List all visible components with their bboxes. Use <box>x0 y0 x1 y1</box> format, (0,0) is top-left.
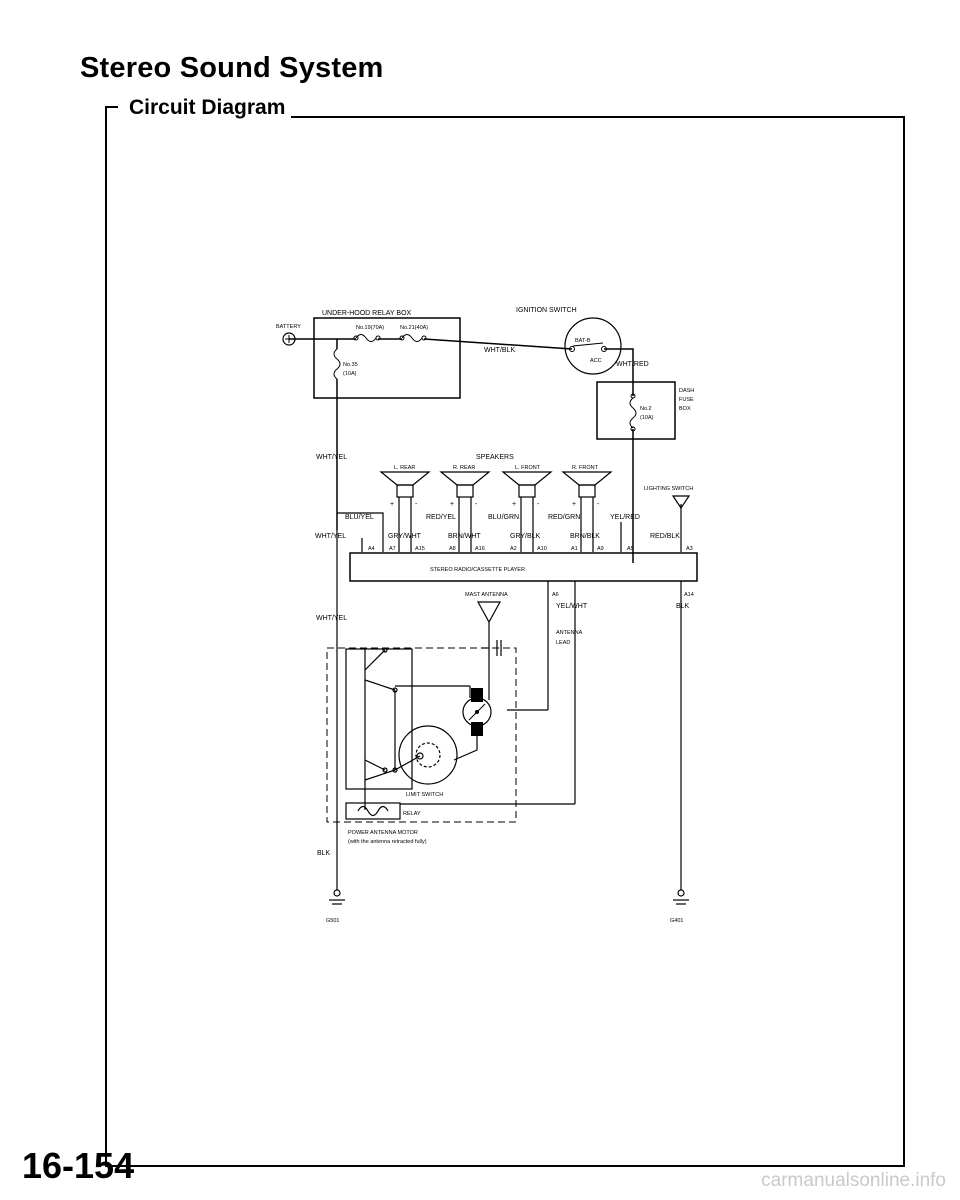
dash-fuse-label-3: BOX <box>679 406 691 412</box>
dash-fuse-label-1: DASH <box>679 388 694 394</box>
svg-text:-: - <box>475 501 478 508</box>
dash-fuse-amperage: (10A) <box>640 415 654 421</box>
wire-gry-blk: GRY/BLK <box>510 533 541 540</box>
wire-wht-red: WHT/RED <box>616 361 649 368</box>
fuse-21-label: No.21(40A) <box>400 325 428 331</box>
section-title: Circuit Diagram <box>123 96 292 120</box>
pin-a6-label: A6 <box>552 592 559 598</box>
relay-box: UNDER-HOOD RELAY BOX No.19(70A) No.21(40… <box>313 310 461 399</box>
page-frame <box>105 106 905 1167</box>
wire-wht-yel-top: WHT/YEL <box>316 454 347 461</box>
wire-red-blk: RED/BLK <box>650 533 680 540</box>
radio-pin-labels: A4 A7 A15 A8 A16 A2 A10 A1 A9 A5 A3 <box>368 546 693 552</box>
pin-a16: A16 <box>475 546 485 552</box>
speaker-r-rear-label: R. REAR <box>453 465 475 471</box>
speaker-l-rear: L. REAR <box>379 465 431 498</box>
dash-fuse-label-2: FUSE <box>679 397 694 403</box>
antenna-lead-label-2: LEAD <box>556 640 570 646</box>
pin-a10: A10 <box>537 546 547 552</box>
motor-label-2: (with the antenna retracted fully) <box>348 839 427 845</box>
speaker-l-front-label: L. FRONT <box>515 465 541 471</box>
fuse-35-amperage: (10A) <box>343 371 357 377</box>
fuse-35-number: No.35 <box>343 362 358 368</box>
speaker-r-rear: R. REAR <box>439 465 491 498</box>
speaker-l-rear-label: L. REAR <box>394 465 415 471</box>
wire-brn-blk: BRN/BLK <box>570 533 600 540</box>
wire-blk-left: BLK <box>317 850 331 857</box>
ground-left-label: G501 <box>326 918 339 924</box>
svg-text:+: + <box>450 501 454 508</box>
wire-blu-grn: BLU/GRN <box>488 514 519 521</box>
speaker-r-front: R. FRONT <box>561 465 613 498</box>
ignition-switch: IGNITION SWITCH BAT-B ACC <box>516 307 622 375</box>
ignition-acc-label: ACC <box>590 358 602 364</box>
page-title: Stereo Sound System <box>80 52 384 84</box>
fuse-19-label: No.19(70A) <box>356 325 384 331</box>
wire-brn-wht: BRN/WHT <box>448 533 481 540</box>
wire-blu-yel: BLU/YEL <box>345 514 374 521</box>
svg-text:+: + <box>390 501 394 508</box>
limit-switch-wheel <box>394 725 458 785</box>
battery-label: BATTERY <box>276 324 301 330</box>
pin-a7: A7 <box>389 546 396 552</box>
relay-coil <box>345 802 401 820</box>
svg-text:-: - <box>537 501 540 508</box>
mast-antenna-symbol <box>476 601 502 624</box>
ignition-label: IGNITION SWITCH <box>516 307 577 314</box>
stereo-radio: STEREO RADIO/CASSETTE PLAYER <box>349 552 698 582</box>
dash-fuse-number: No.2 <box>640 406 652 412</box>
antenna-wiring <box>336 530 682 890</box>
speaker-l-front: L. FRONT <box>501 465 553 498</box>
pin-a1: A1 <box>571 546 578 552</box>
relay-box-label: UNDER-HOOD RELAY BOX <box>322 310 412 317</box>
wire-wht-yel-mid: WHT/YEL <box>315 533 346 540</box>
wire-red-yel: RED/YEL <box>426 514 456 521</box>
radio-label: STEREO RADIO/CASSETTE PLAYER <box>430 567 525 573</box>
ground-g501 <box>329 843 345 905</box>
wire-wht-blk: WHT/BLK <box>484 347 515 354</box>
wire-wht-yel-low: WHT/YEL <box>316 615 347 622</box>
ignition-bat-label: BAT-B <box>575 338 591 344</box>
wire-red-grn: RED/GRN <box>548 514 580 521</box>
wire-blk-right: BLK <box>676 603 690 610</box>
pin-a14-label: A14 <box>684 592 694 598</box>
ground-right-label: G401 <box>670 918 683 924</box>
wire-yel-wht: YEL/WHT <box>556 603 588 610</box>
wire-yel-red: YEL/RED <box>610 514 640 521</box>
pin-a5: A5 <box>627 546 634 552</box>
pin-a2: A2 <box>510 546 517 552</box>
speaker-polarity-marks: + - + - + - + - <box>390 501 600 508</box>
pin-a4: A4 <box>368 546 375 552</box>
motor-assembly-boundary <box>326 647 517 823</box>
speaker-r-front-label: R. FRONT <box>572 465 599 471</box>
watermark-text: carmanualsonline.info <box>761 1170 946 1191</box>
speaker-leads <box>337 497 682 552</box>
power-wiring <box>289 338 634 563</box>
antenna-lead-label-1: ANTENNA <box>556 630 583 636</box>
wire-gry-wht: GRY/WHT <box>388 533 422 540</box>
mast-antenna-label: MAST ANTENNA <box>465 592 508 598</box>
pin-a15: A15 <box>415 546 425 552</box>
pin-a9: A9 <box>597 546 604 552</box>
svg-text:-: - <box>415 501 418 508</box>
pin-a3: A3 <box>686 546 693 552</box>
relay-contacts <box>345 647 471 810</box>
relay-label: RELAY <box>403 811 421 817</box>
pin-a8: A8 <box>449 546 456 552</box>
lighting-switch-symbol <box>671 495 691 510</box>
ground-g401 <box>673 889 689 905</box>
svg-text:+: + <box>512 501 516 508</box>
svg-text:-: - <box>597 501 600 508</box>
limit-switch-label: LIMIT SWITCH <box>406 792 443 798</box>
page-number: 16-154 <box>22 1145 135 1186</box>
dash-fuse-box: DASH FUSE BOX No.2 (10A) <box>596 381 694 440</box>
motor-label-1: POWER ANTENNA MOTOR <box>348 830 418 836</box>
speakers-title: SPEAKERS <box>476 454 514 461</box>
battery-symbol: BATTERY <box>276 324 301 346</box>
svg-text:+: + <box>572 501 576 508</box>
lighting-switch-label: LIGHTING SWITCH <box>644 486 693 492</box>
antenna-motor <box>453 688 492 761</box>
